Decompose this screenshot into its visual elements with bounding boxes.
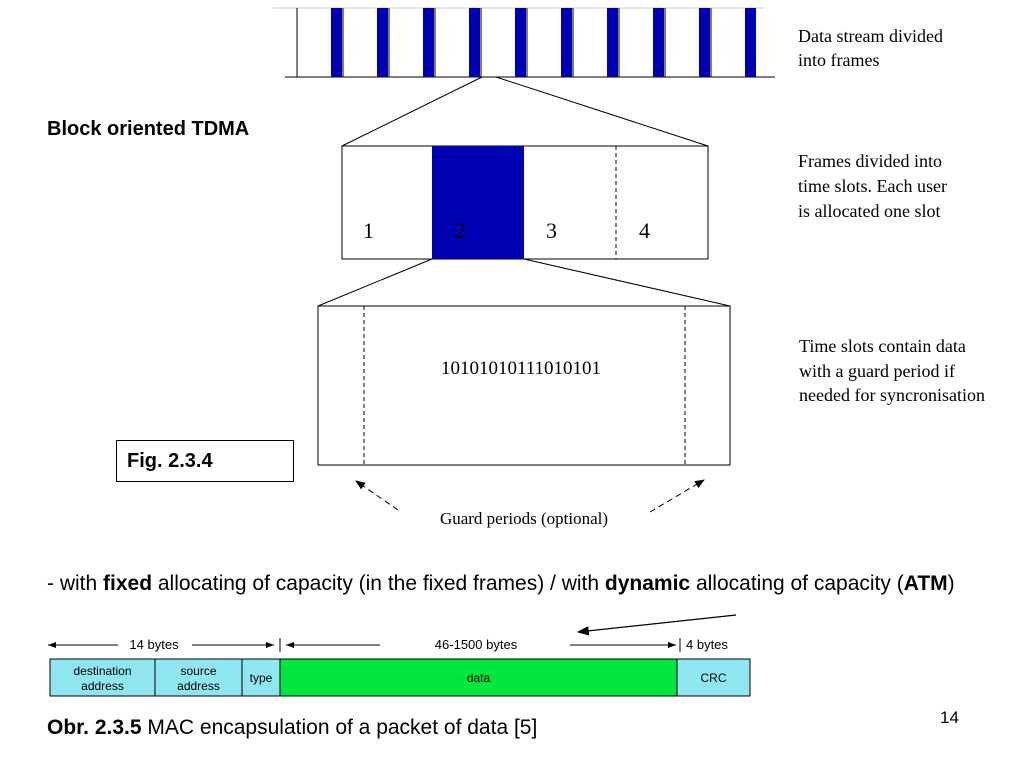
stream-slot bbox=[423, 8, 434, 77]
stream-slot bbox=[377, 8, 388, 77]
slot-zoom-right bbox=[523, 258, 731, 307]
desc-fixed: fixed bbox=[103, 572, 153, 595]
dim-arrow-start bbox=[48, 642, 56, 648]
slot-label-3: 3 bbox=[546, 218, 557, 243]
guard-arrow-right bbox=[649, 479, 705, 513]
field-source-address-box bbox=[154, 658, 243, 697]
stream-slot bbox=[515, 8, 526, 77]
field-data: data bbox=[279, 658, 678, 697]
slot-caption: Time slots contain data with a guard per… bbox=[799, 336, 985, 405]
caption-text: MAC encapsulation of a packet of data [5… bbox=[141, 716, 538, 739]
field-type-box bbox=[241, 658, 281, 697]
field-source-address-label: address bbox=[177, 679, 220, 693]
desc-dynamic: dynamic bbox=[604, 572, 691, 595]
dim-data-label: 46-1500 bytes bbox=[435, 637, 518, 652]
slot-caption-line-2: with a guard period if bbox=[799, 361, 955, 381]
frame-caption-line-2: time slots. Each user bbox=[798, 176, 947, 196]
stream-slot bbox=[331, 8, 342, 77]
slot-zoom-left bbox=[317, 258, 433, 307]
zoom-line-left bbox=[341, 76, 483, 147]
slot-caption-line-1: Time slots contain data bbox=[799, 336, 966, 356]
stream-slot bbox=[699, 8, 710, 77]
field-destination-address-label: destination bbox=[73, 664, 131, 678]
slide-title: Block oriented TDMA bbox=[47, 118, 250, 140]
zoom-line-right bbox=[495, 76, 709, 147]
slot-label-1: 1 bbox=[363, 218, 374, 243]
data-stream bbox=[273, 7, 775, 78]
desc-prefix: - with bbox=[47, 572, 104, 595]
pointer-arrow bbox=[576, 614, 737, 636]
page-number: 14 bbox=[940, 708, 959, 727]
dim-header-label: 14 bytes bbox=[129, 637, 179, 652]
desc-atm: ATM bbox=[903, 572, 948, 595]
slot-label-2: 2 bbox=[455, 218, 466, 243]
field-type-label: type bbox=[250, 671, 273, 685]
figure-caption: Obr. 2.3.5 MAC encapsulation of a packet… bbox=[47, 716, 537, 740]
stream-slot bbox=[469, 8, 480, 77]
field-crc-label: CRC bbox=[701, 671, 727, 685]
stream-caption-line-1: Data stream divided bbox=[798, 26, 943, 46]
stream-caption-line-2: into frames bbox=[798, 50, 879, 70]
desc-suffix: ) bbox=[947, 572, 955, 595]
field-crc-box bbox=[676, 658, 751, 697]
frame-caption-line-3: is allocated one slot bbox=[798, 201, 940, 221]
guard-label: Guard periods (optional) bbox=[440, 509, 608, 528]
desc-middle: allocating of capacity (in the fixed fra… bbox=[152, 572, 605, 595]
figure-label: Fig. 2.3.4 bbox=[127, 450, 213, 472]
frame-caption-line-1: Frames divided into bbox=[798, 151, 942, 171]
field-data-box bbox=[279, 658, 678, 697]
mac-dimensions: 14 bytes 46-1500 bytes 4 bytes bbox=[48, 637, 728, 652]
field-type: type bbox=[241, 658, 281, 697]
field-crc: CRC bbox=[676, 658, 751, 697]
field-source-address-label: source bbox=[180, 664, 216, 678]
slot-caption-line-3: needed for syncronisation bbox=[799, 385, 985, 405]
caption-label: Obr. 2.3.5 bbox=[47, 716, 142, 739]
slot-2-highlight bbox=[432, 146, 524, 259]
frame-caption: Frames divided into time slots. Each use… bbox=[798, 151, 947, 221]
stream-slot bbox=[653, 8, 664, 77]
frame: 1 2 3 4 bbox=[341, 145, 709, 260]
slot-detail: 10101010111010101 bbox=[317, 305, 731, 466]
stream-slot bbox=[745, 8, 756, 77]
stream-caption: Data stream divided into frames bbox=[798, 26, 943, 70]
figure-label-box: Fig. 2.3.4 bbox=[116, 440, 294, 482]
slot-label-4: 4 bbox=[639, 218, 650, 243]
desc-after-dynamic: allocating of capacity ( bbox=[690, 572, 904, 595]
field-destination-address-label: address bbox=[81, 679, 124, 693]
dim-crc-label: 4 bytes bbox=[686, 637, 728, 652]
stream-slot bbox=[607, 8, 618, 77]
stream-slot bbox=[561, 8, 572, 77]
field-data-label: data bbox=[467, 671, 491, 685]
description: - with fixed allocating of capacity (in … bbox=[47, 570, 997, 597]
slot-bits: 10101010111010101 bbox=[441, 358, 601, 379]
guard-arrow-left bbox=[355, 480, 399, 511]
